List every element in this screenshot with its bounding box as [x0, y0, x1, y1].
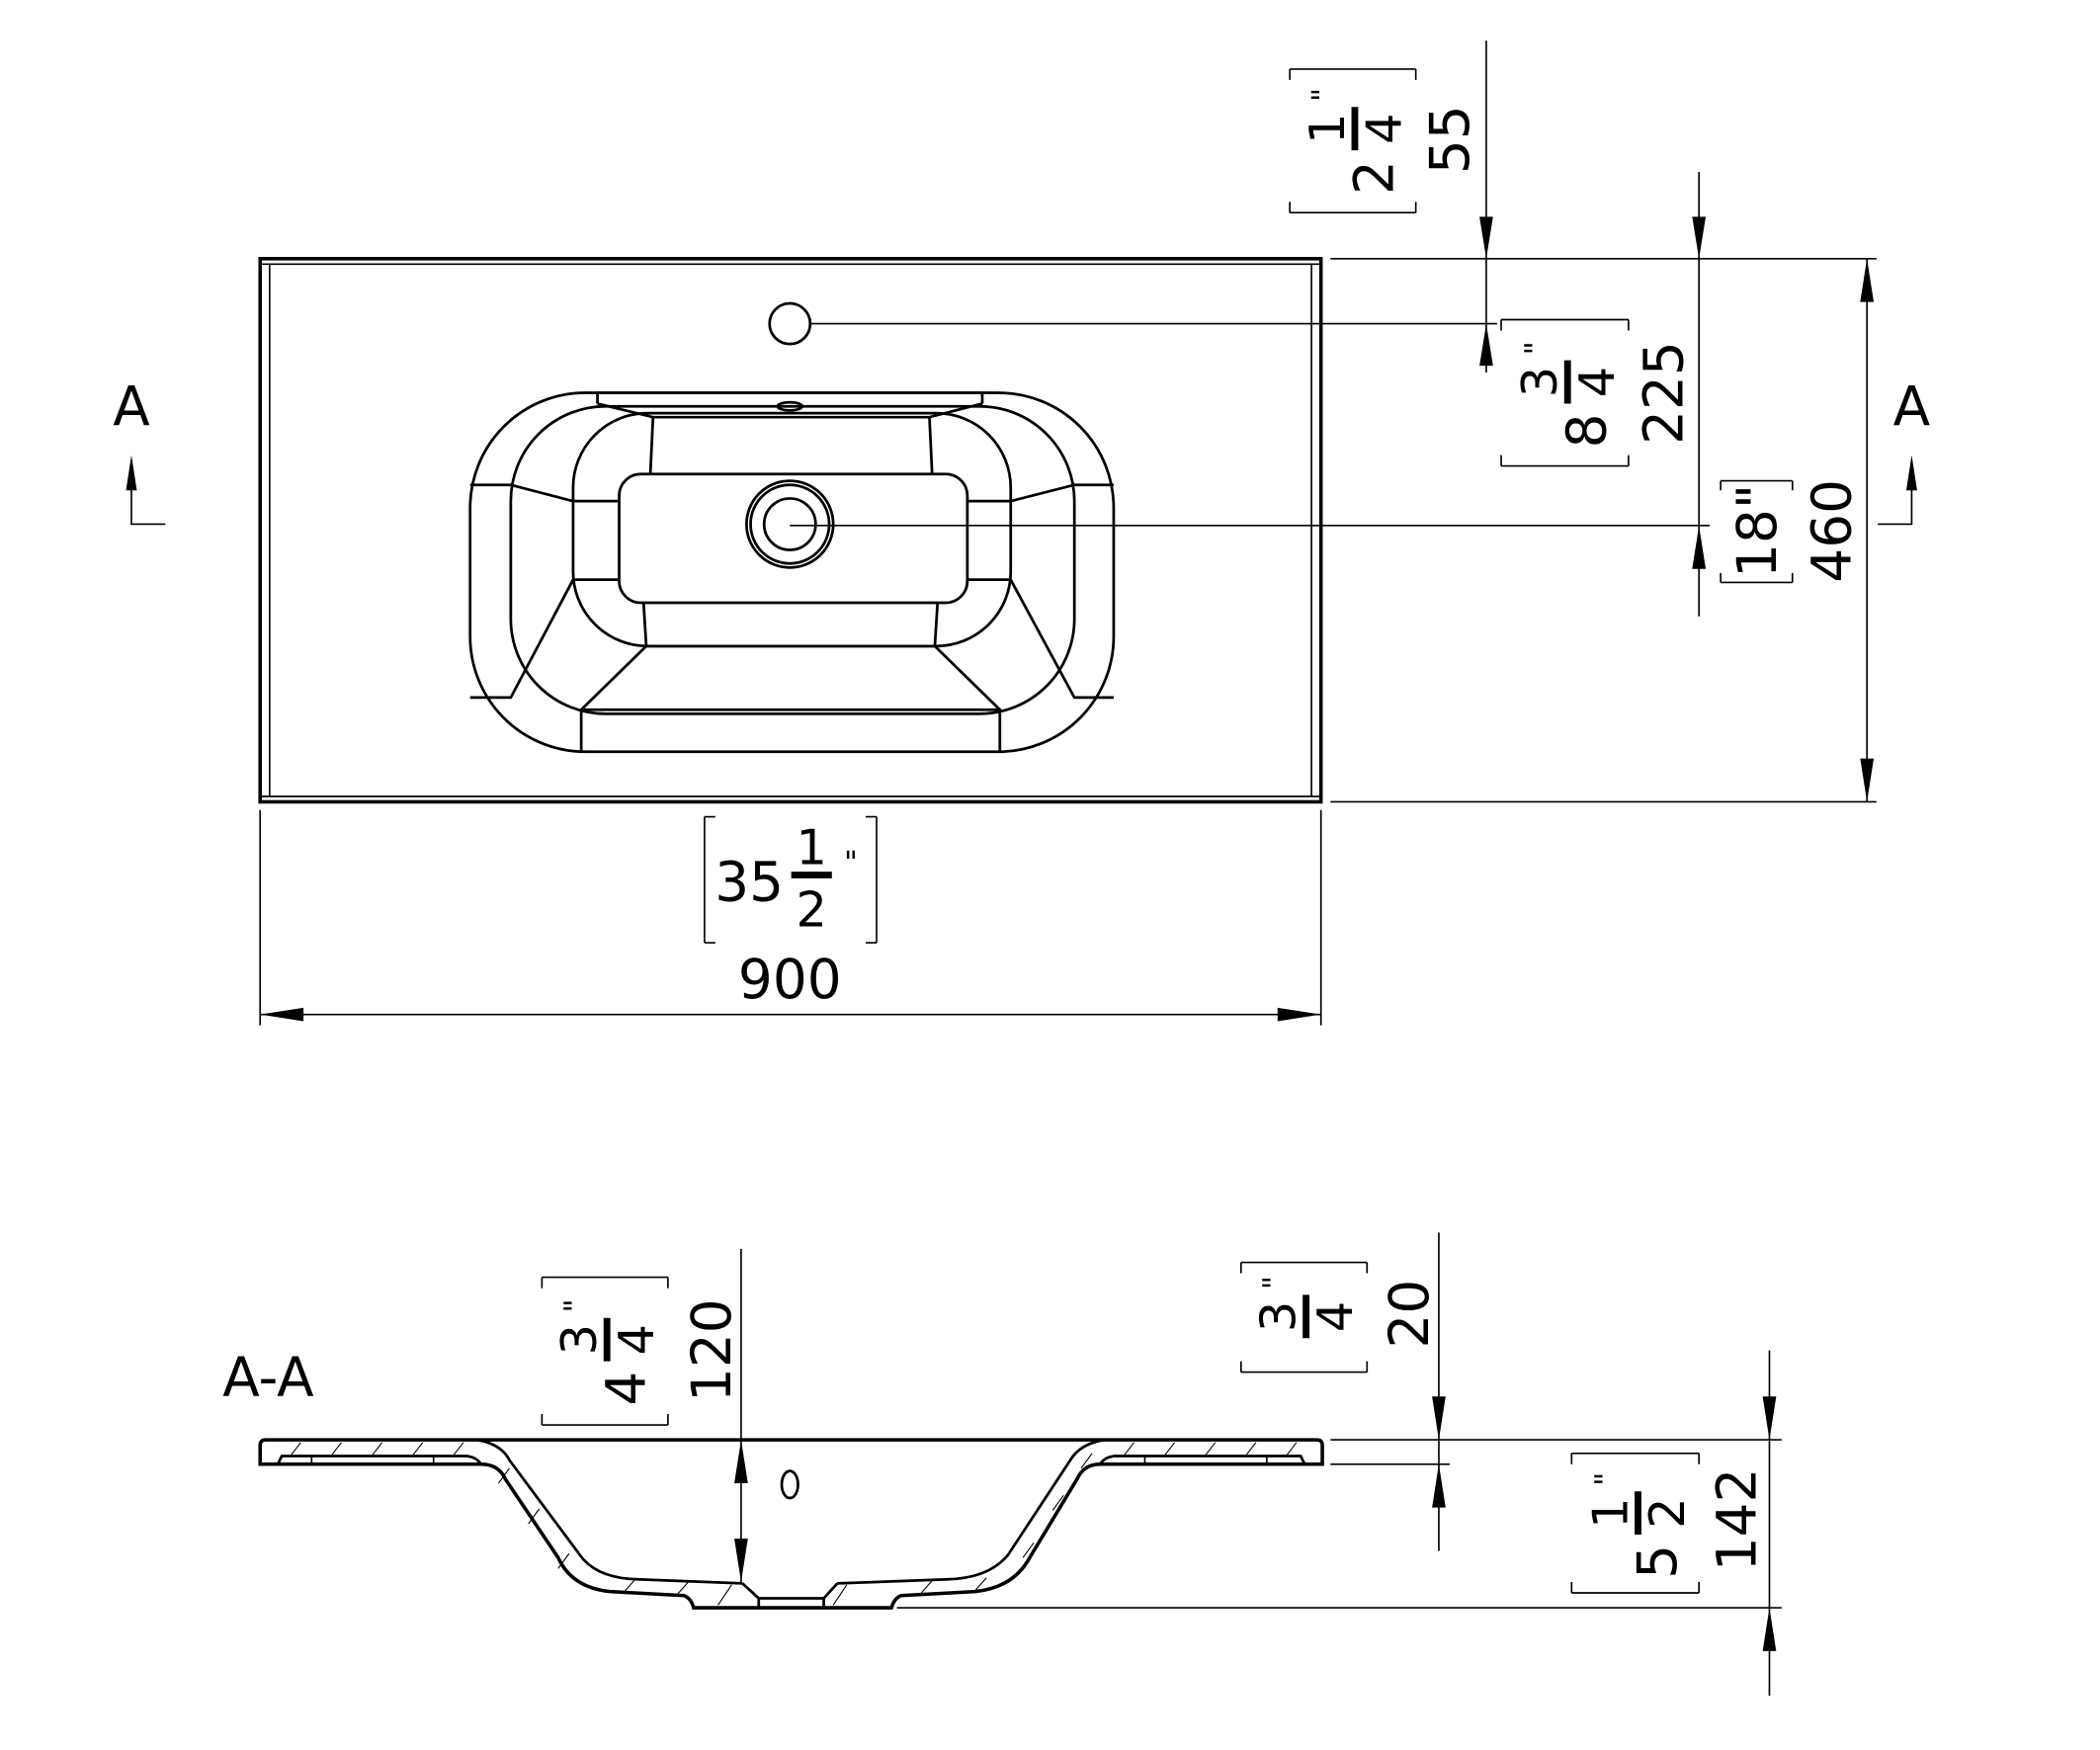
svg-text:4: 4 [1568, 367, 1626, 397]
svg-text:4: 4 [608, 1324, 665, 1355]
drain-rim [749, 483, 831, 565]
svg-text:1: 1 [1582, 1497, 1639, 1528]
svg-text:5: 5 [1626, 1544, 1689, 1579]
dim-mm-label: 120 [680, 1298, 743, 1402]
svg-text:": " [558, 1298, 593, 1312]
dim-mm-label: 55 [1418, 105, 1481, 174]
dim-mm-label: 142 [1706, 1468, 1769, 1572]
overflow-hole [780, 1469, 799, 1500]
basin [468, 391, 1116, 754]
countertop-edge [260, 263, 1321, 797]
svg-text:1: 1 [1299, 114, 1356, 144]
dim-inch-label: 2 1 4 " [1299, 88, 1413, 195]
svg-text:A: A [1893, 375, 1931, 438]
dim-mm-label: 225 [1633, 341, 1696, 445]
dimension-depth: 460 18" [1720, 258, 1875, 802]
dim-mm-label: 460 [1801, 479, 1864, 583]
svg-text:3: 3 [1511, 367, 1568, 397]
dimension-total-height: 142 5 1 2 " [1570, 1350, 1777, 1697]
svg-text:4: 4 [595, 1372, 658, 1406]
svg-text:2: 2 [1342, 160, 1405, 195]
svg-text:": " [1306, 88, 1341, 102]
svg-text:2: 2 [1638, 1497, 1696, 1528]
dim-inch-label: 4 3 4 " [550, 1298, 665, 1405]
svg-text:3: 3 [1250, 1301, 1307, 1332]
svg-text:3: 3 [550, 1324, 608, 1355]
dim-inch-label: 35 1 2 " [714, 819, 858, 939]
section-view: A-A [222, 1232, 1782, 1697]
svg-text:2: 2 [797, 881, 827, 939]
svg-text:4: 4 [1356, 114, 1413, 144]
svg-text:A: A [113, 375, 150, 438]
drain-plate [618, 472, 969, 605]
countertop-outline [258, 257, 1323, 804]
drain-outer [745, 479, 835, 569]
dimension-drain-offset: 225 8 3 4 " [1500, 172, 1707, 617]
svg-text:1: 1 [797, 819, 827, 876]
svg-text:": " [1590, 1472, 1625, 1486]
svg-text:": " [1258, 1276, 1293, 1290]
section-title: A-A [222, 1346, 314, 1409]
dimension-width: 900 35 1 2 " [260, 815, 1321, 1022]
dim-inch-label: 5 1 2 " [1582, 1472, 1697, 1579]
svg-text:8: 8 [1555, 413, 1619, 448]
svg-text:35: 35 [714, 851, 784, 914]
overflow-slot [776, 400, 803, 412]
svg-text:4: 4 [1306, 1301, 1364, 1332]
section-profile [258, 1438, 1324, 1610]
dimension-tap-offset: 55 2 1 4 " [1289, 41, 1493, 373]
dimension-thickness: 20 3 4 " [1239, 1232, 1446, 1551]
dim-inch-label: 3 4 " [1250, 1276, 1364, 1339]
svg-text:": " [1519, 341, 1554, 355]
top-view: 55 2 1 4 " 225 8 3 4 " [113, 41, 1931, 1026]
dimension-bowl-depth: 120 4 3 4 " [541, 1248, 748, 1583]
drain-inner [762, 497, 817, 551]
dim-inch-label: 18" [1725, 484, 1789, 578]
svg-text:": " [844, 846, 858, 880]
section-marker-right: A [1878, 375, 1931, 526]
dim-inch-label: 8 3 4 " [1511, 341, 1626, 448]
dim-mm-label: 900 [738, 948, 842, 1011]
section-marker-left: A [113, 375, 166, 526]
dim-mm-label: 20 [1378, 1280, 1441, 1349]
